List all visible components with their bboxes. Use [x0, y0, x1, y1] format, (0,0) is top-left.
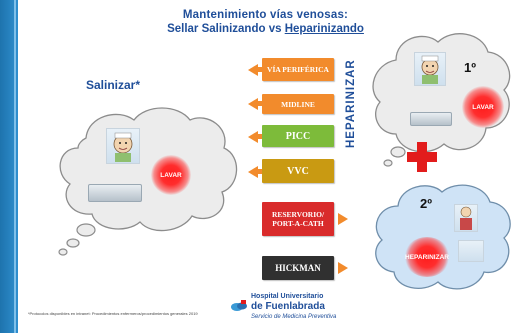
slide-title: Mantenimiento vías venosas: Sellar Salin…: [18, 8, 513, 36]
box-via-periferica: VÍA PERIFÉRICA: [262, 58, 334, 81]
slide: Mantenimiento vías venosas: Sellar Salin…: [18, 0, 513, 333]
hospital-line-2: de Fuenlabrada: [251, 301, 325, 312]
hospital-logo-text: Hospital Universitario de Fuenlabrada Se…: [251, 292, 336, 322]
right-bottom-cloud-shape: [375, 184, 511, 290]
nurse-figure-icon: [460, 206, 472, 230]
step-2-label: 2º: [420, 196, 432, 211]
box-picc: PICC: [262, 125, 334, 147]
heparinizar-vertical-label: HEPARINIZAR: [345, 59, 357, 148]
box-reservorio: RESERVORIO/ PORT-A-CATH: [262, 202, 334, 236]
plus-icon: [407, 142, 437, 172]
heparinizar-ball: HEPARINIZAR: [404, 237, 450, 277]
heparinizar-ball-text: HEPARINIZAR: [405, 253, 449, 261]
lavar-ball-right-text: LAVAR: [472, 103, 494, 111]
arrow-stem-midline: [256, 101, 264, 106]
nurse-cartoon-right-bottom: [454, 204, 478, 232]
box-midline-label: MIDLINE: [281, 99, 315, 109]
heparin-vials: [458, 240, 484, 262]
box-vvc-label: VVC: [287, 165, 309, 177]
box-hickman-label: HICKMAN: [275, 263, 321, 273]
box-vvc: VVC: [262, 159, 334, 183]
hospital-line-1: Hospital Universitario: [251, 293, 324, 300]
hospital-line-3: Servicio de Medicina Preventiva: [251, 314, 337, 320]
salinizar-label: Salinizar*: [86, 78, 141, 92]
arrow-via-periferica: [248, 64, 258, 76]
left-cloud-shape: [58, 107, 238, 256]
nurse-cartoon-left: [106, 128, 140, 164]
left-thought-cloud: [48, 98, 243, 258]
arrow-picc: [248, 131, 258, 143]
arrow-hickman: [338, 262, 348, 274]
arrow-stem-picc: [256, 134, 264, 139]
title-line-2-underlined: Heparinizando: [284, 23, 364, 35]
lavar-ball-left-text: LAVAR: [160, 171, 182, 179]
box-picc-label: PICC: [285, 130, 311, 142]
nurse-face-icon-right: [421, 55, 439, 84]
arrow-stem-via-periferica: [256, 67, 264, 72]
box-reservorio-label: RESERVORIO/ PORT-A-CATH: [271, 210, 325, 228]
syringe-left: [88, 184, 142, 202]
box-midline: MIDLINE: [262, 94, 334, 114]
title-line-2: Sellar Salinizando vs Heparinizando: [18, 22, 513, 36]
lavar-ball-right: LAVAR: [462, 86, 504, 128]
title-line-2-pre: Sellar Salinizando vs: [167, 23, 285, 35]
box-hickman: HICKMAN: [262, 256, 334, 280]
step-1-label: 1º: [464, 60, 476, 75]
lavar-ball-left: LAVAR: [151, 155, 191, 195]
nurse-face-icon: [113, 132, 133, 162]
footnote: *Protocolos disponibles en intranet: Pro…: [28, 311, 198, 316]
arrow-vvc: [248, 166, 258, 178]
arrow-stem-vvc: [256, 169, 264, 174]
nurse-cartoon-right: [414, 52, 446, 86]
hospital-logo: Hospital Universitario de Fuenlabrada Se…: [230, 292, 336, 322]
right-bottom-thought-cloud: [370, 178, 512, 296]
box-via-periferica-label: VÍA PERIFÉRICA: [267, 64, 329, 74]
syringe-right-top: [410, 112, 452, 126]
arrow-midline: [248, 98, 258, 110]
left-decoration-bar: [0, 0, 18, 333]
arrow-reservorio: [338, 213, 348, 225]
hospital-logo-icon: [230, 298, 248, 316]
title-line-1: Mantenimiento vías venosas:: [182, 9, 349, 21]
plus-icon-vertical: [417, 142, 427, 172]
